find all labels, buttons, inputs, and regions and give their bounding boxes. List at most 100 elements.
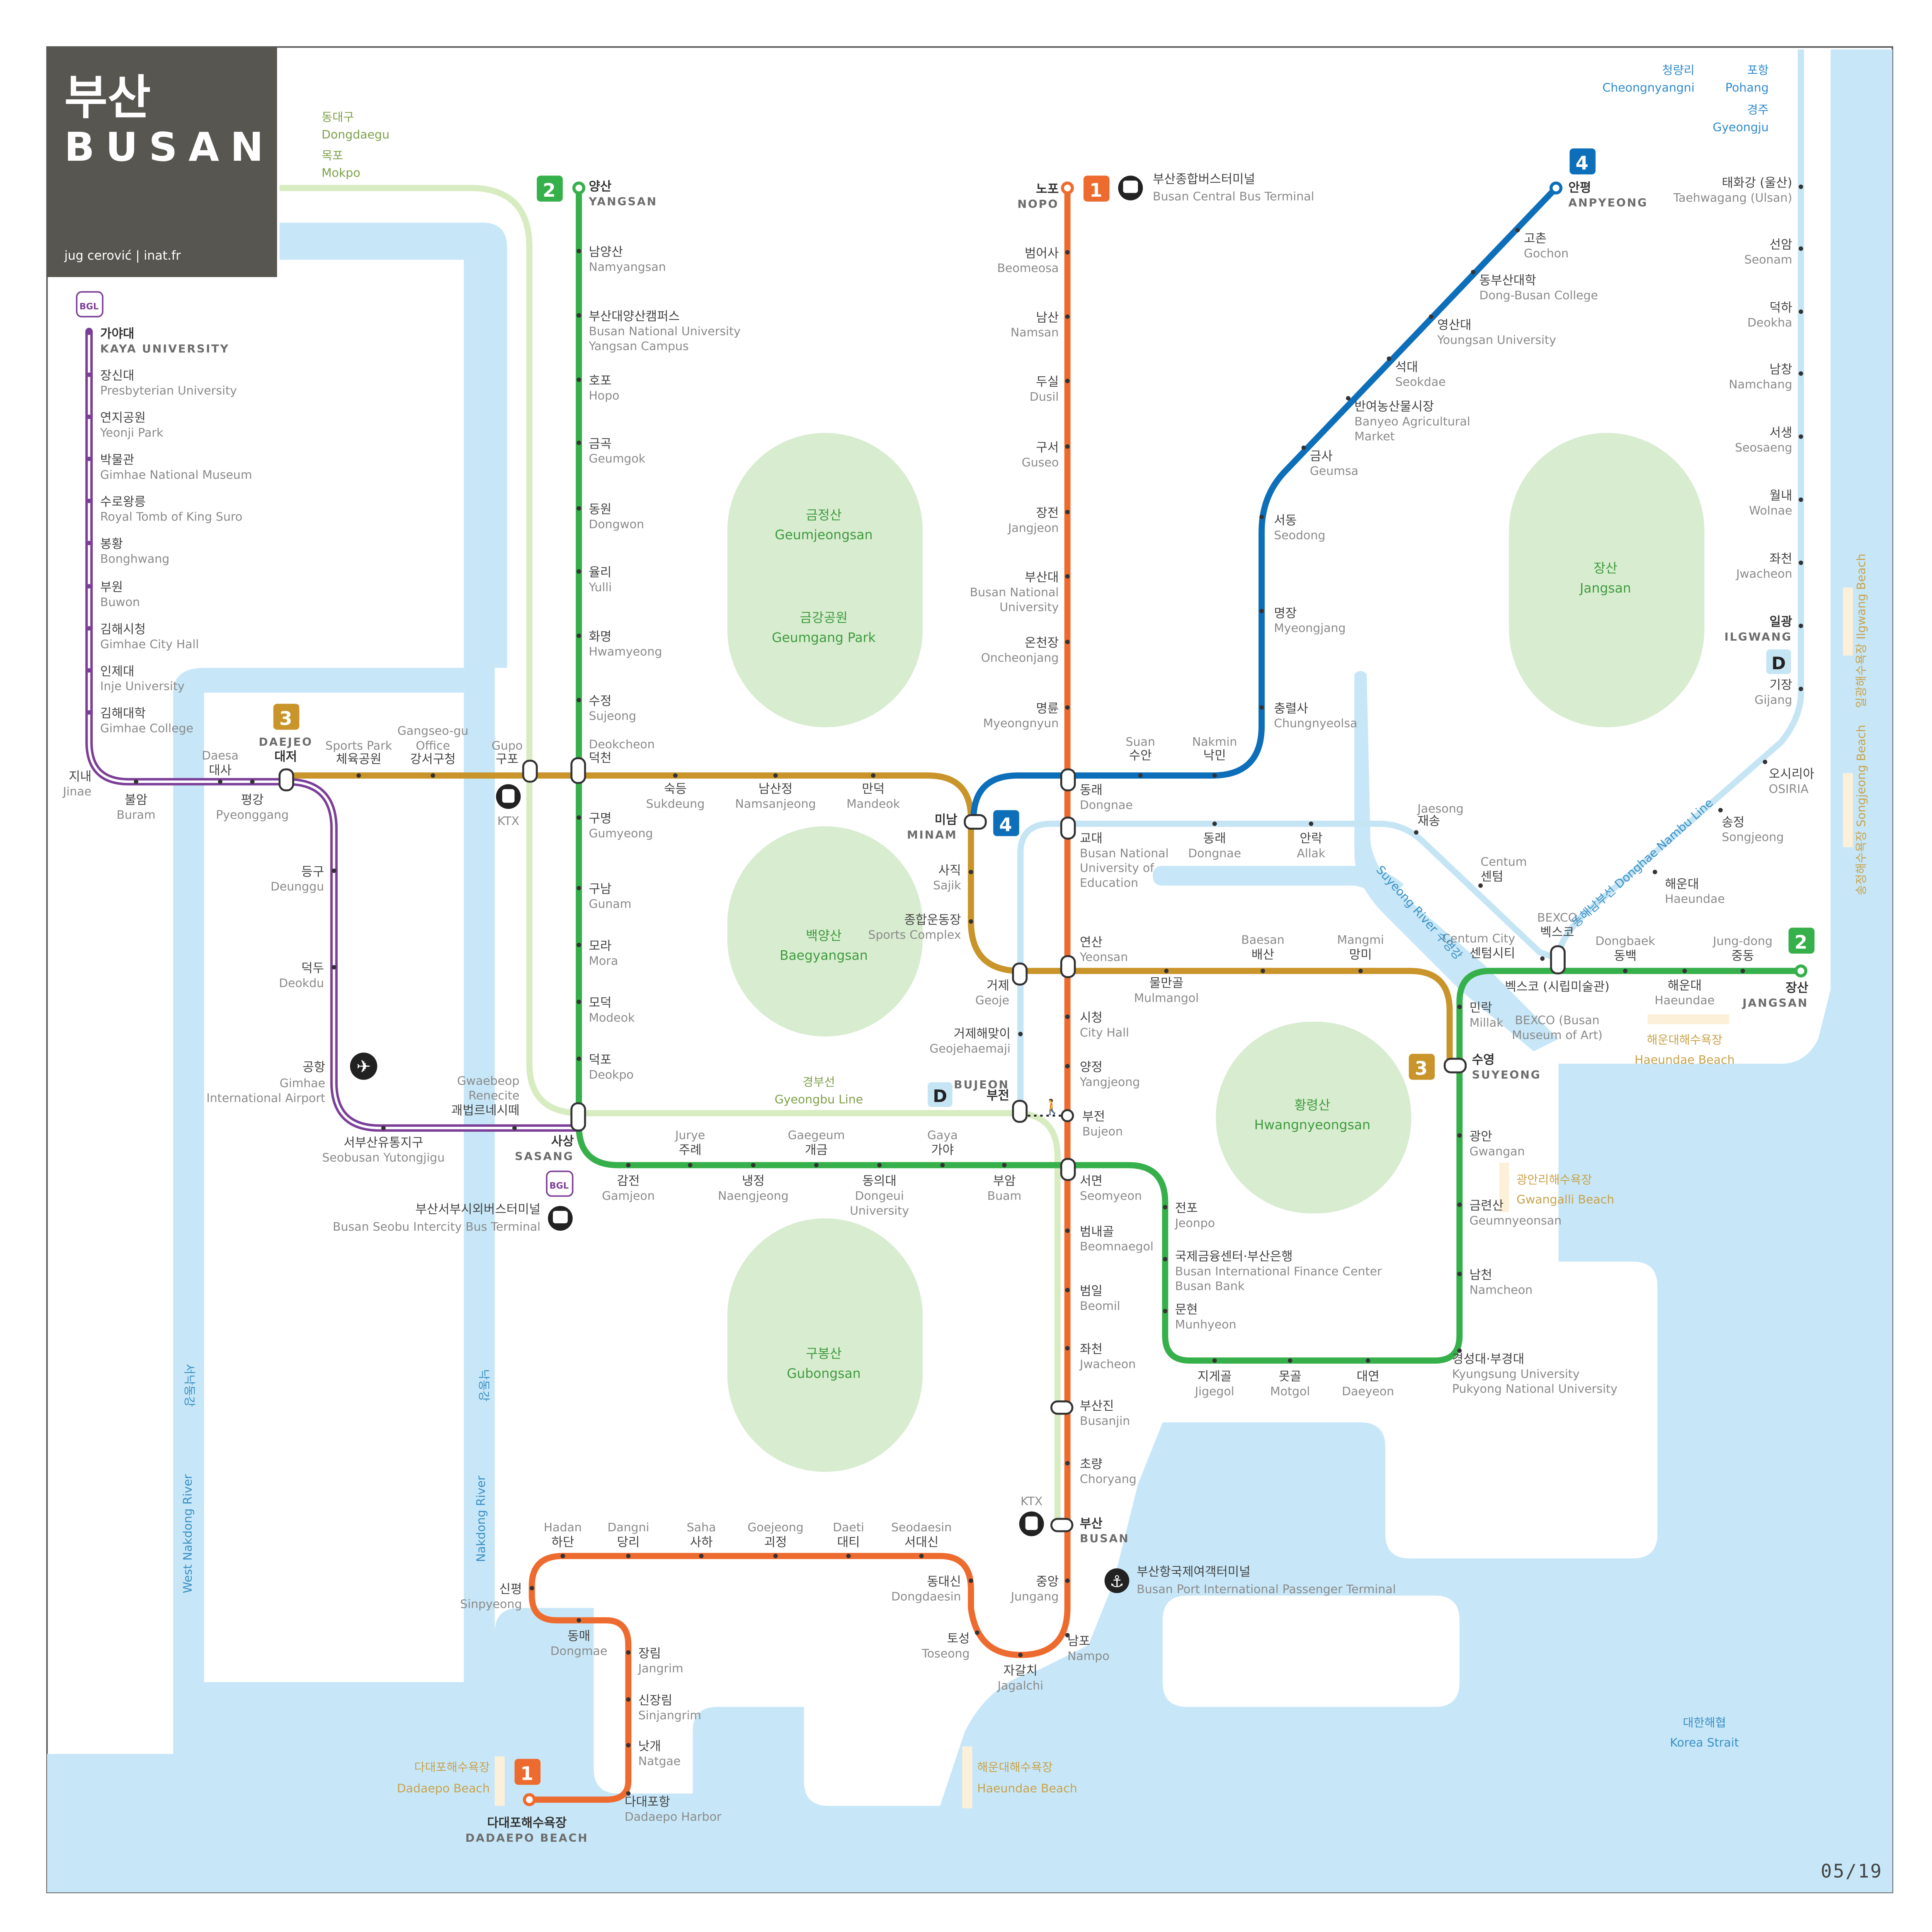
interchange-suyeong[interactable] [1444,1058,1467,1073]
station-dot[interactable] [577,440,581,445]
station-dot[interactable] [1386,356,1391,361]
station-dot[interactable] [1798,184,1803,189]
interchange-bujeon-line1[interactable] [1061,1109,1074,1122]
badge-line3-suyeong[interactable] [1408,1054,1435,1080]
station-dot[interactable] [87,541,92,546]
station-dot[interactable] [1065,250,1070,255]
station-dot[interactable] [1763,760,1767,764]
station-dot[interactable] [134,779,138,784]
interchange-sasang[interactable] [570,1102,586,1132]
badge-line2-jangsan[interactable] [1788,927,1815,954]
station-dot[interactable] [1798,371,1803,376]
station-dot[interactable] [87,498,92,503]
station-dot[interactable] [1065,1014,1070,1019]
station-dot[interactable] [87,372,92,377]
station-dot[interactable] [1065,1578,1070,1583]
station-dot[interactable] [560,1554,565,1558]
station-dot[interactable] [250,779,255,784]
station-dot[interactable] [1358,969,1363,973]
station-dot[interactable] [87,456,92,461]
interchange-geoje[interactable] [1012,963,1028,986]
station-dot[interactable] [1065,639,1070,645]
station-dot[interactable] [87,330,92,335]
station-dot[interactable] [1065,1287,1070,1293]
interchange-minam[interactable] [964,814,987,830]
station-dot[interactable] [1065,379,1070,383]
station-dot[interactable] [1540,956,1545,961]
station-dot[interactable] [773,773,778,778]
badge-line1-dadaepo[interactable] [514,1759,541,1785]
station-dot[interactable] [577,1618,581,1623]
station-dot[interactable] [1623,969,1628,973]
station-dot[interactable] [1457,1133,1462,1138]
station-dot[interactable] [1653,869,1657,874]
train-icon-gupo[interactable] [496,784,521,809]
interchange-seomyeon[interactable] [1060,1158,1076,1181]
station-dot[interactable] [577,942,581,947]
station-dot[interactable] [1798,687,1803,691]
station-dot[interactable] [1515,228,1520,233]
station-dot[interactable] [626,1743,631,1748]
station-dot[interactable] [332,868,337,873]
station-dot[interactable] [577,698,581,702]
station-dot[interactable] [626,1650,631,1655]
station-dot[interactable] [626,1791,631,1796]
bus-icon[interactable] [548,1206,573,1231]
station-dot[interactable] [1798,560,1803,565]
station-dot[interactable] [1065,1633,1070,1638]
interchange-dongnae[interactable] [1060,768,1076,792]
station-dot[interactable] [969,869,973,874]
station-dot[interactable] [773,1554,778,1558]
station-dot[interactable] [1018,1032,1023,1036]
station-dot[interactable] [1259,609,1264,614]
badge-line4-anpyeong[interactable] [1570,148,1596,175]
badge-line2-yangsan[interactable] [537,175,563,202]
interchange-busan[interactable] [1050,1518,1073,1532]
station-dot[interactable] [356,773,361,778]
badge-bgl-top[interactable] [76,291,104,318]
station-dot[interactable] [975,1630,980,1635]
station-dot[interactable] [688,1163,692,1168]
station-dot[interactable] [1366,1358,1371,1363]
interchange-deokcheon[interactable] [570,757,586,784]
badge-line3-daejeo[interactable] [273,704,299,730]
station-dot[interactable] [1457,1202,1462,1207]
station-dot[interactable] [1163,1257,1168,1262]
station-dot[interactable] [1346,396,1350,401]
station-dot[interactable] [1798,623,1803,628]
station-dot[interactable] [87,626,92,631]
station-dot[interactable] [512,1126,517,1131]
station-dot[interactable] [1065,1346,1070,1350]
station-dot[interactable] [1065,444,1070,449]
station-dot[interactable] [1287,1358,1293,1363]
station-dot[interactable] [577,377,581,382]
badge-bgl-sasang[interactable] [546,1170,573,1197]
station-dot[interactable] [1163,1309,1168,1313]
station-dot[interactable] [846,1554,851,1558]
bus-icon[interactable] [1118,175,1143,201]
interchange-busanjin[interactable] [1050,1400,1073,1415]
station-dot[interactable] [1259,515,1264,519]
station-dot[interactable] [577,506,581,511]
station-dot[interactable] [1798,246,1803,251]
station-dot[interactable] [1212,1358,1217,1363]
station-dot[interactable] [1301,446,1306,450]
station-dot[interactable] [1018,1653,1023,1657]
station-dot[interactable] [218,779,223,784]
station-dot[interactable] [1718,808,1723,813]
interchange-yeonsan[interactable] [1060,955,1076,978]
station-dot[interactable] [751,1163,756,1168]
station-dot[interactable] [1457,1272,1462,1276]
station-dot[interactable] [1065,314,1070,319]
station-dot[interactable] [577,249,581,253]
station-dot[interactable] [577,1056,581,1061]
station-dot[interactable] [577,569,581,574]
station-dot[interactable] [577,815,581,820]
train-icon-busan[interactable] [1019,1511,1044,1536]
station-dot[interactable] [87,668,92,673]
station-dot[interactable] [577,886,581,891]
interchange-gyodae[interactable] [1060,816,1076,840]
terminus-dadaepo[interactable] [523,1793,536,1806]
station-dot[interactable] [1740,969,1745,973]
station-dot[interactable] [577,1000,581,1004]
